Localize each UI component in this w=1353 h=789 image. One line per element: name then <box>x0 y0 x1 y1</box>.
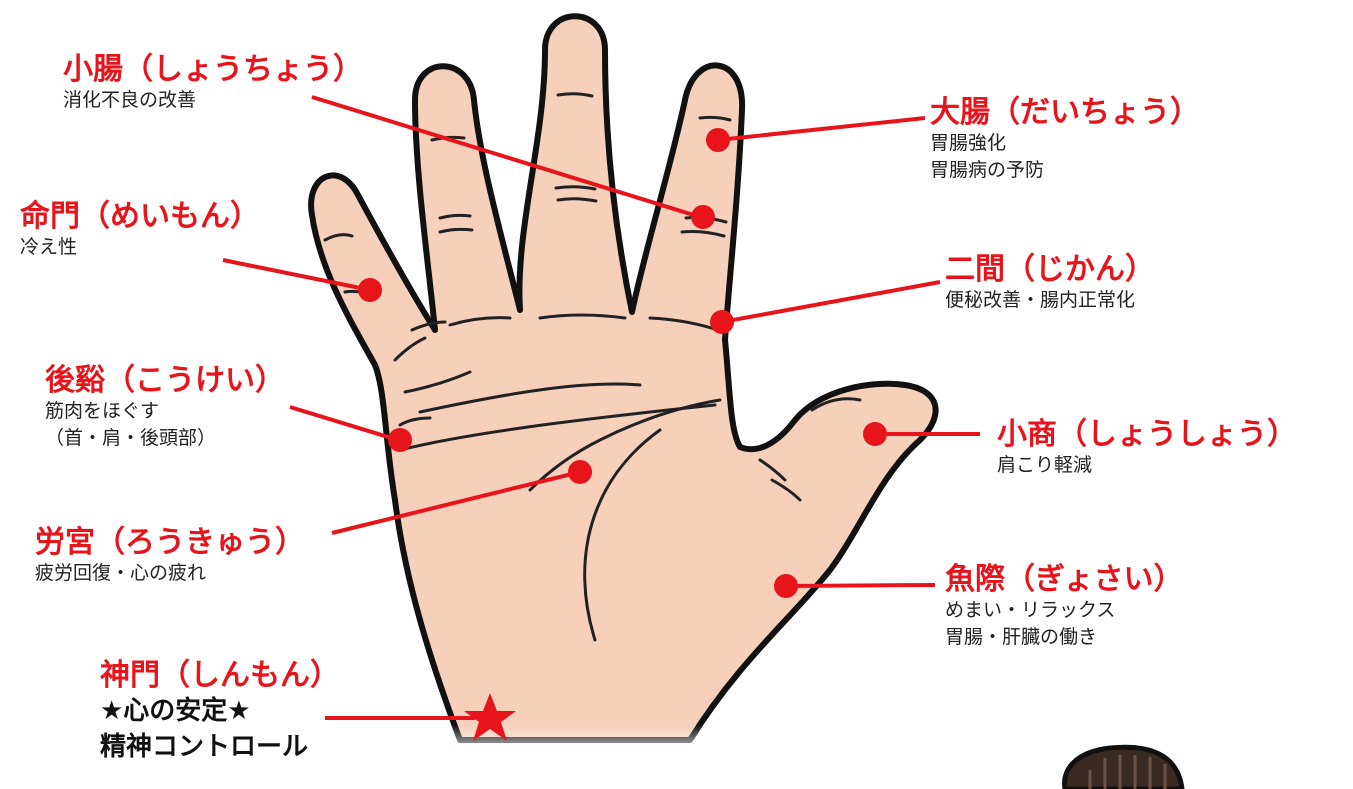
label-meimon: 命門（めいもん） 冷え性 <box>20 200 260 261</box>
label-koukei: 後谿（こうけい） 筋肉をほぐす （首・肩・後頭部） <box>45 364 285 452</box>
point-roukyu <box>568 460 592 484</box>
point-name: 神門（しんもん） <box>100 658 340 693</box>
point-desc: 肩こり軽減 <box>997 454 1093 476</box>
leader-lines <box>222 95 980 720</box>
point-shosho <box>863 422 887 446</box>
point-name: 命門（めいもん） <box>20 199 260 234</box>
point-gyosai <box>774 574 798 598</box>
point-desc: 消化不良の改善 <box>63 89 197 111</box>
point-daicho <box>706 128 730 152</box>
point-desc: 胃腸強化 <box>930 132 1007 154</box>
point-desc: めまい・リラックス <box>945 599 1116 621</box>
label-shosho: 小商（しょうしょう） 肩こり軽減 <box>997 418 1297 479</box>
label-jikan: 二間（じかん） 便秘改善・腸内正常化 <box>945 253 1155 314</box>
point-shocho <box>691 205 715 229</box>
point-name: 小商（しょうしょう） <box>997 417 1297 452</box>
creases <box>323 92 862 642</box>
point-desc: 冷え性 <box>20 236 78 258</box>
point-desc: ★心の安定★ <box>100 696 251 726</box>
point-desc: （首・肩・後頭部） <box>45 427 217 449</box>
point-desc: 筋肉をほぐす <box>45 400 160 422</box>
point-name: 二間（じかん） <box>945 252 1155 287</box>
point-desc: 精神コントロール <box>100 732 309 762</box>
label-shocho: 小腸（しょうちょう） 消化不良の改善 <box>63 53 363 114</box>
point-desc: 疲労回復・心の疲れ <box>35 562 207 584</box>
point-jikan <box>710 310 734 334</box>
label-daicho: 大腸（だいちょう） 胃腸強化 胃腸病の予防 <box>930 96 1200 184</box>
point-name: 大腸（だいちょう） <box>930 95 1200 130</box>
point-meimon <box>358 278 382 302</box>
point-shinmon-star <box>464 693 516 741</box>
label-gyosai: 魚際（ぎょさい） めまい・リラックス 胃腸・肝臓の働き <box>945 563 1184 651</box>
point-koukei <box>388 428 412 452</box>
point-name: 後谿（こうけい） <box>45 363 285 398</box>
point-name: 小腸（しょうちょう） <box>63 52 363 87</box>
point-name: 魚際（ぎょさい） <box>945 562 1184 597</box>
point-desc: 便秘改善・腸内正常化 <box>945 289 1136 311</box>
acupoints <box>358 128 887 741</box>
label-shinmon: 神門（しんもん） ★心の安定★ 精神コントロール <box>100 659 340 765</box>
label-roukyu: 労宮（ろうきゅう） 疲労回復・心の疲れ <box>35 526 305 587</box>
character-figure <box>1062 744 1185 789</box>
hand-outline <box>308 13 939 743</box>
point-name: 労宮（ろうきゅう） <box>35 525 305 560</box>
point-desc: 胃腸病の予防 <box>930 159 1045 181</box>
point-desc: 胃腸・肝臓の働き <box>945 626 1098 648</box>
